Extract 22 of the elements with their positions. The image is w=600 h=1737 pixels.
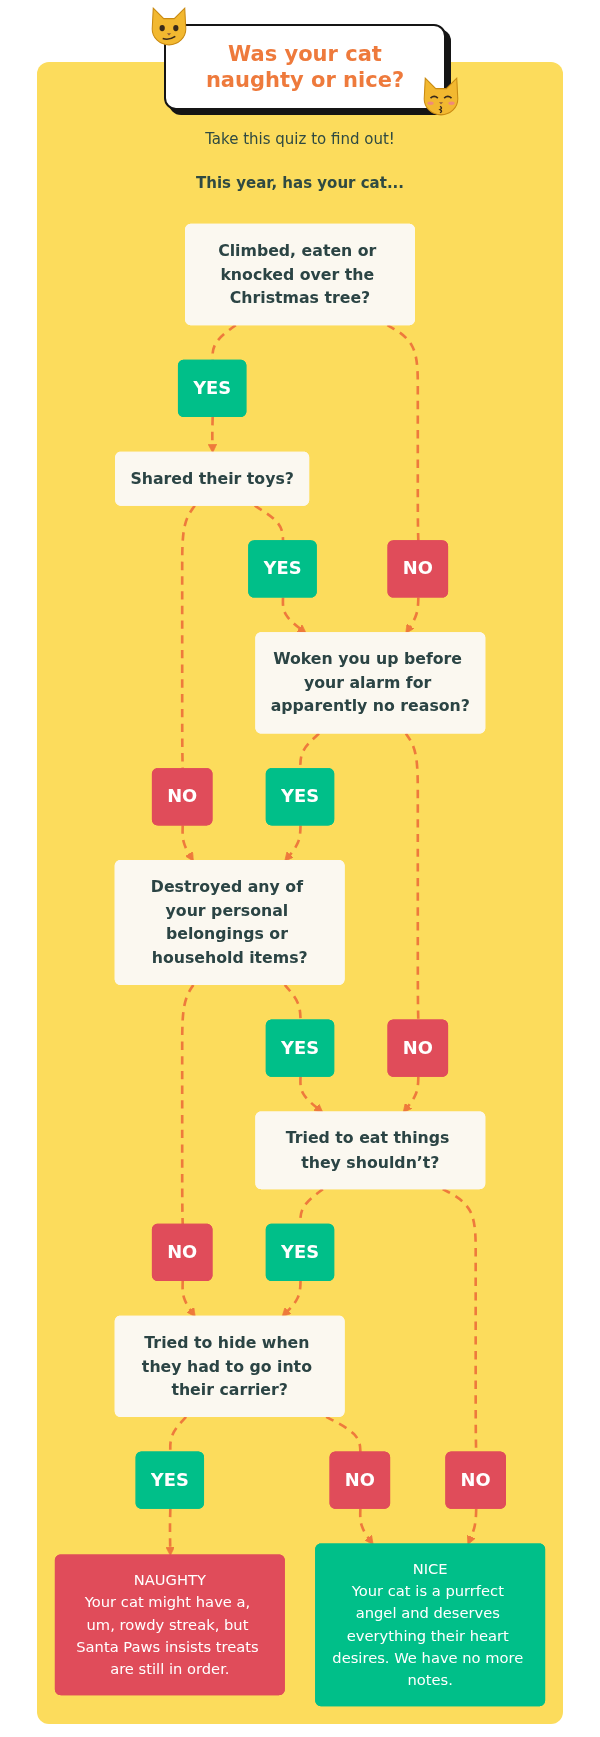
connector <box>404 732 420 1021</box>
title: Was your cat naughty or nice? <box>205 40 405 94</box>
arrow <box>181 825 194 862</box>
arrow <box>281 597 307 634</box>
connector <box>254 504 285 542</box>
arrow <box>299 1076 324 1113</box>
question-intro: This year, has your cat... <box>196 174 404 192</box>
subtitle: Take this quiz to find out! <box>205 130 395 148</box>
arrow <box>358 1508 374 1545</box>
arrow <box>181 1280 196 1318</box>
connector <box>283 984 302 1021</box>
connector <box>180 984 195 1225</box>
connector <box>325 1415 362 1453</box>
arrow <box>405 597 420 634</box>
arrow <box>281 1280 302 1318</box>
connector <box>168 1416 187 1453</box>
connector <box>386 324 420 542</box>
arrow <box>284 825 302 862</box>
arrow <box>402 1076 420 1113</box>
arrow <box>207 416 218 454</box>
arrow <box>466 1508 478 1545</box>
arrow <box>165 1508 175 1556</box>
